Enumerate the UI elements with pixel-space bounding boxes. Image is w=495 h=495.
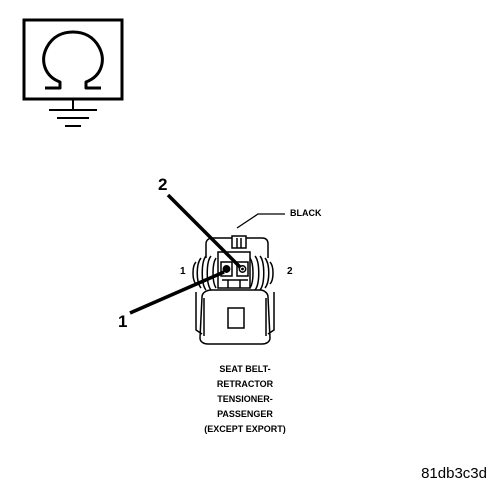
ohmmeter-icon xyxy=(22,18,124,127)
pin-2-label: 2 xyxy=(287,266,293,277)
callout-1-leader xyxy=(129,270,225,315)
pin-1-label: 1 xyxy=(180,266,186,277)
figure-id: 81db3c3d xyxy=(421,465,487,482)
right-coil xyxy=(249,255,274,291)
caption-line: SEAT BELT- xyxy=(219,364,271,374)
connector-drawing xyxy=(192,235,275,345)
lock-tab-window xyxy=(227,307,245,329)
wire-color-label: BLACK xyxy=(290,208,322,218)
callout-2-leader xyxy=(166,193,242,269)
omega-glyph xyxy=(42,30,104,90)
caption-line: PASSENGER xyxy=(217,409,273,419)
leader-lines xyxy=(129,193,285,315)
callout-2-number: 2 xyxy=(158,175,168,194)
terminal-1-pin xyxy=(222,265,231,273)
component-caption: SEAT BELT- RETRACTOR TENSIONER- PASSENGE… xyxy=(150,362,340,437)
callout-1-number: 1 xyxy=(118,312,128,331)
black-wire-leader xyxy=(236,213,285,229)
caption-line: (EXCEPT EXPORT) xyxy=(204,424,286,434)
caption-line: RETRACTOR xyxy=(216,379,274,389)
caption-line: TENSIONER- xyxy=(217,394,273,404)
connector-lower-housing xyxy=(199,289,271,345)
black-wire-stub xyxy=(231,235,247,249)
